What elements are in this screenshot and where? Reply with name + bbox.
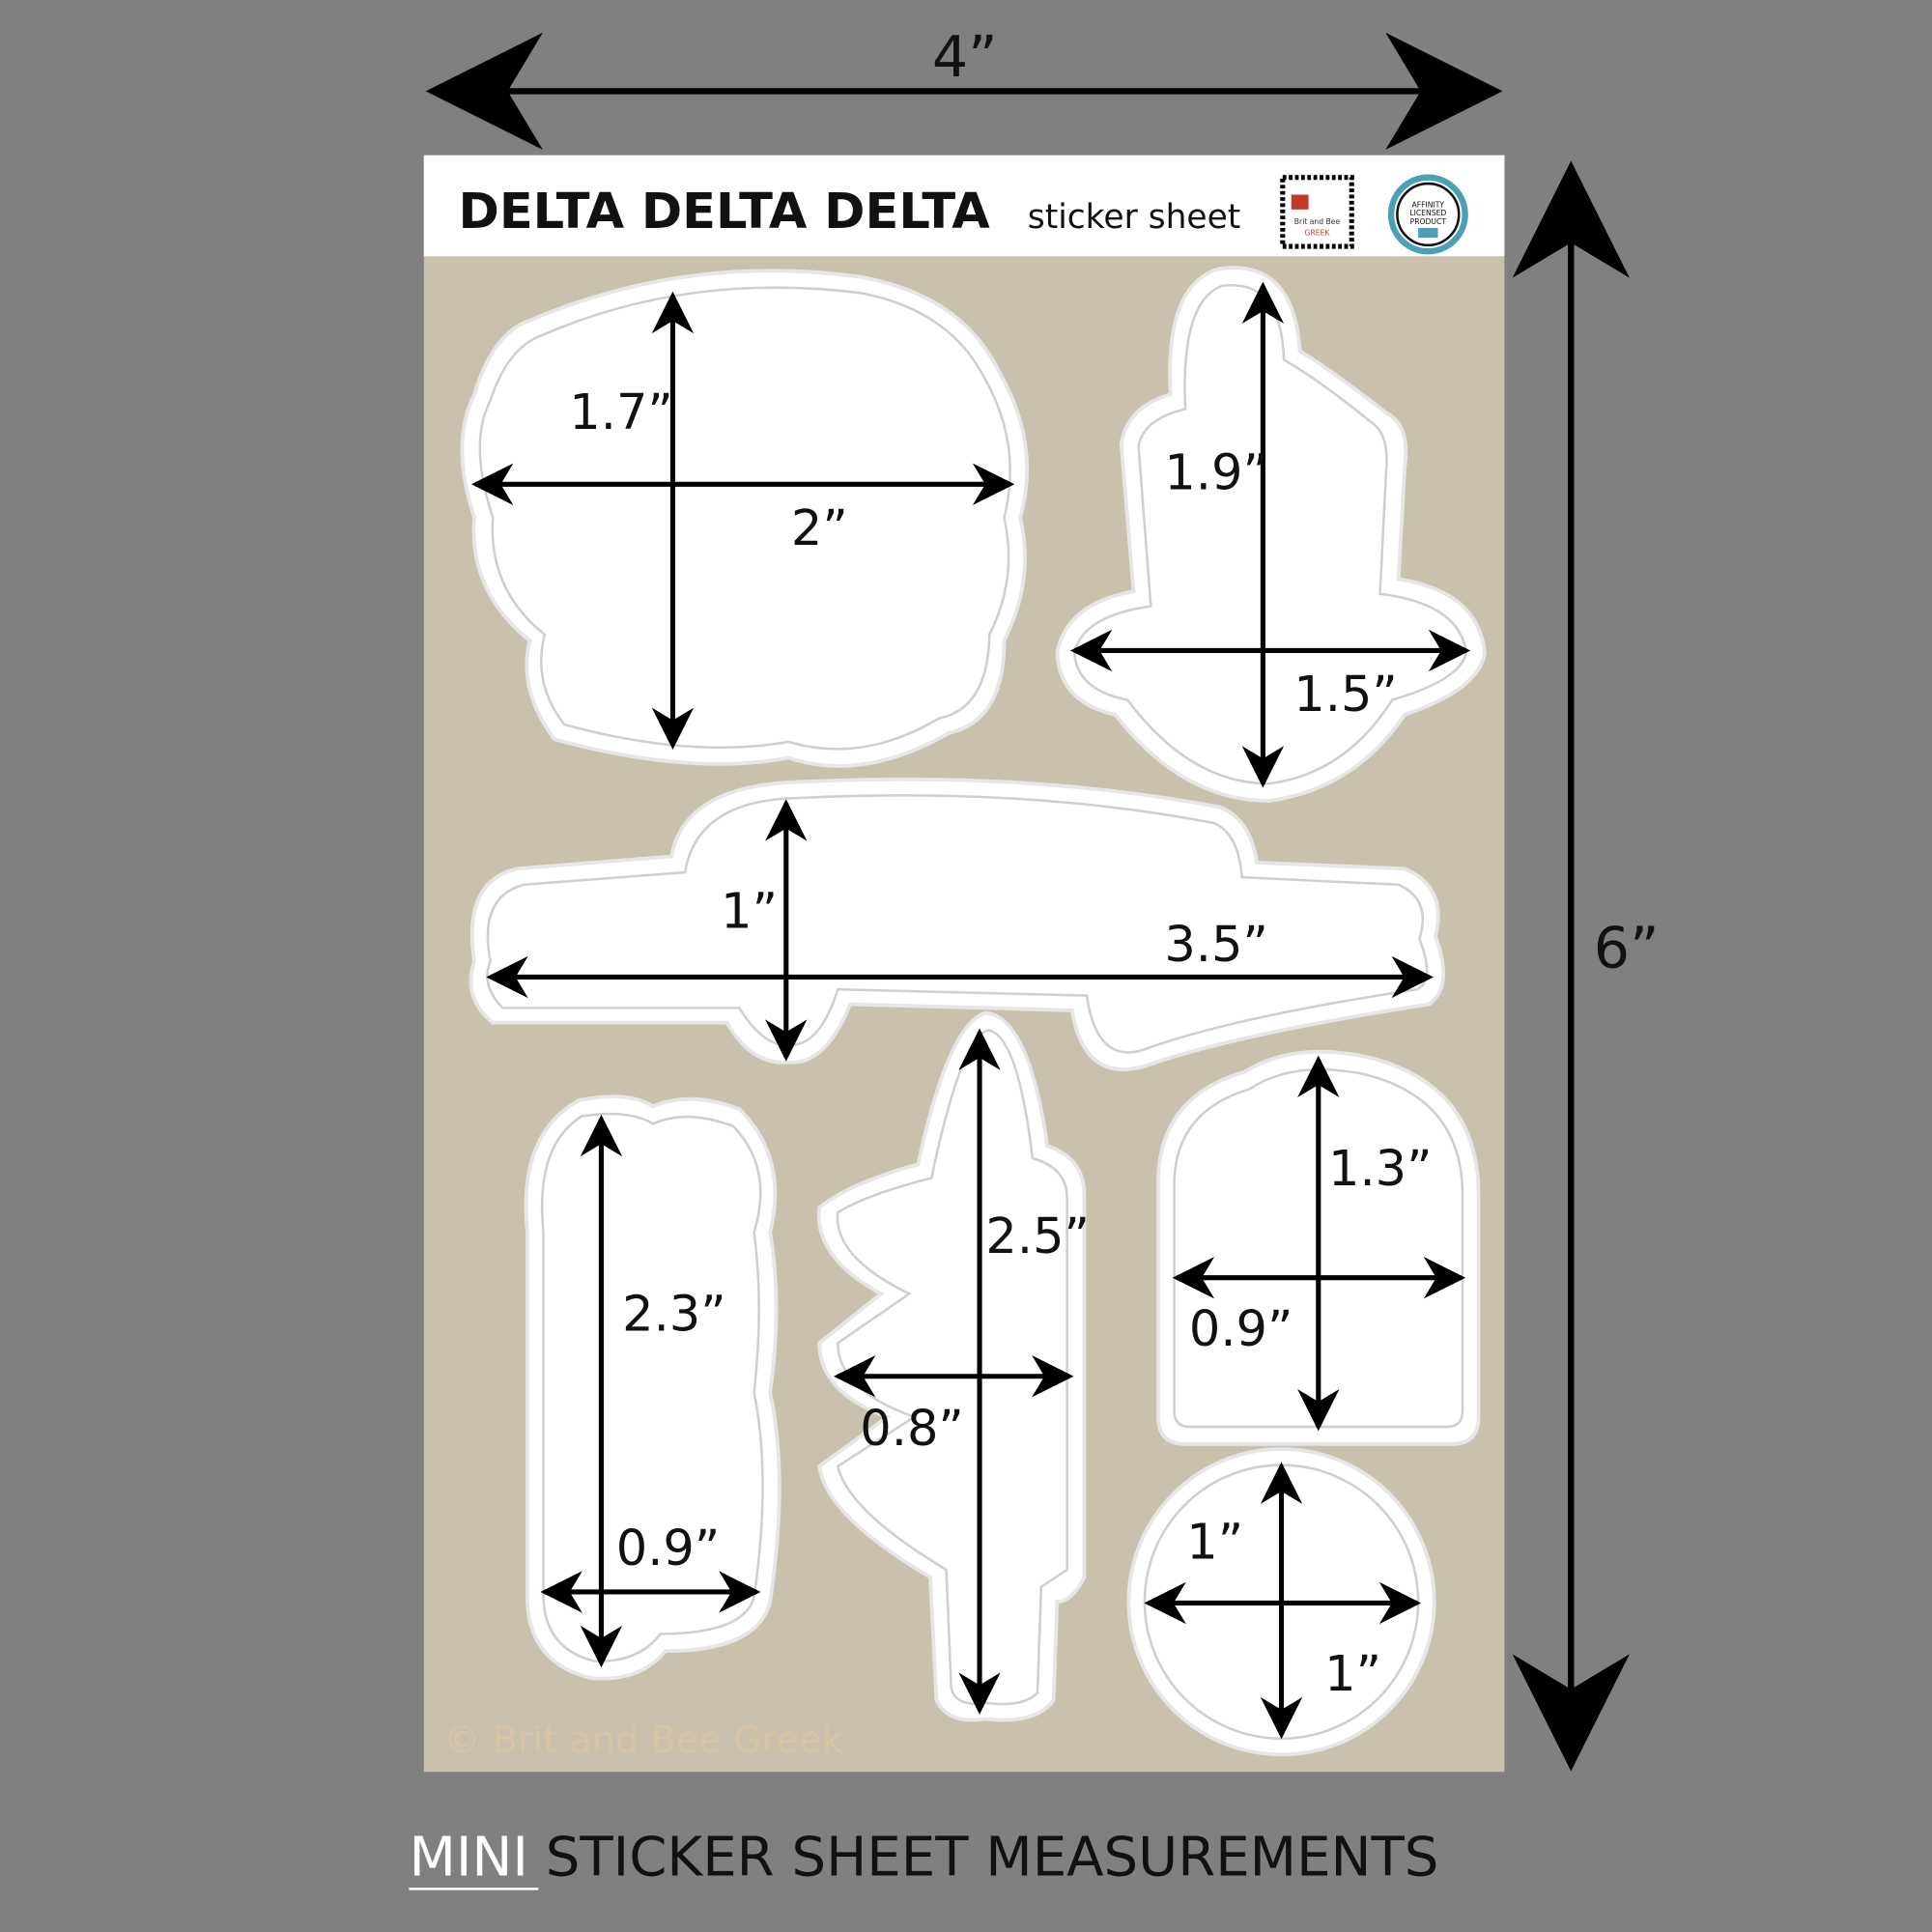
pawn-width-label: 1.5” xyxy=(1293,667,1398,724)
circle-height-label: 1” xyxy=(1186,1515,1243,1572)
sticker-circle: 1” 1” xyxy=(1126,1447,1436,1757)
svg-text:Brit and Bee: Brit and Bee xyxy=(1294,217,1341,226)
arch-width-label: 0.9” xyxy=(1189,1301,1293,1358)
sticker-cloud: 1.7” 2” xyxy=(460,269,1030,768)
pawn-height-label: 1.9” xyxy=(1164,444,1268,501)
brand-stamp-logo: Brit and Bee GREEK xyxy=(1280,175,1354,249)
sticker-arch: 1.3” 0.9” xyxy=(1156,1049,1481,1446)
caption: MINI STICKER SHEET MEASUREMENTS xyxy=(409,1826,1438,1889)
tree-width-label: 0.8” xyxy=(860,1401,964,1458)
arch-height-label: 1.3” xyxy=(1328,1141,1433,1198)
svg-text:PRODUCT: PRODUCT xyxy=(1410,217,1447,226)
circle-width-label: 1” xyxy=(1324,1646,1381,1703)
sticker-banner: 1” 3.5” xyxy=(469,777,1446,1071)
svg-text:LICENSED: LICENSED xyxy=(1409,209,1446,217)
sticker-tree: 2.5” 0.8” xyxy=(816,1010,1090,1722)
banner-height-label: 1” xyxy=(721,883,778,940)
watermark: © Brit and Bee Greek xyxy=(443,1719,843,1762)
sticker-pawn: 1.9” 1.5” xyxy=(1055,266,1487,803)
tall-height-label: 2.3” xyxy=(622,1287,726,1344)
height-label: 6” xyxy=(1594,915,1660,980)
caption-rest: STICKER SHEET MEASUREMENTS xyxy=(546,1826,1439,1889)
caption-highlight: MINI xyxy=(409,1826,527,1889)
affinity-licensed-logo: AFFINITY LICENSED PRODUCT xyxy=(1387,174,1468,255)
banner-width-label: 3.5” xyxy=(1164,917,1268,974)
sticker-tall: 2.3” 0.9” xyxy=(524,1094,781,1681)
cloud-height-label: 1.7” xyxy=(569,384,673,441)
sheet-subtitle: sticker sheet xyxy=(1028,198,1241,237)
svg-text:GREEK: GREEK xyxy=(1305,229,1331,238)
sheet-title: DELTA DELTA DELTA xyxy=(458,184,990,241)
tree-height-label: 2.5” xyxy=(985,1208,1090,1265)
cloud-width-label: 2” xyxy=(791,500,848,557)
width-label: 4” xyxy=(932,24,998,90)
svg-text:AFFINITY: AFFINITY xyxy=(1412,200,1445,209)
tall-width-label: 0.9” xyxy=(616,1520,721,1577)
